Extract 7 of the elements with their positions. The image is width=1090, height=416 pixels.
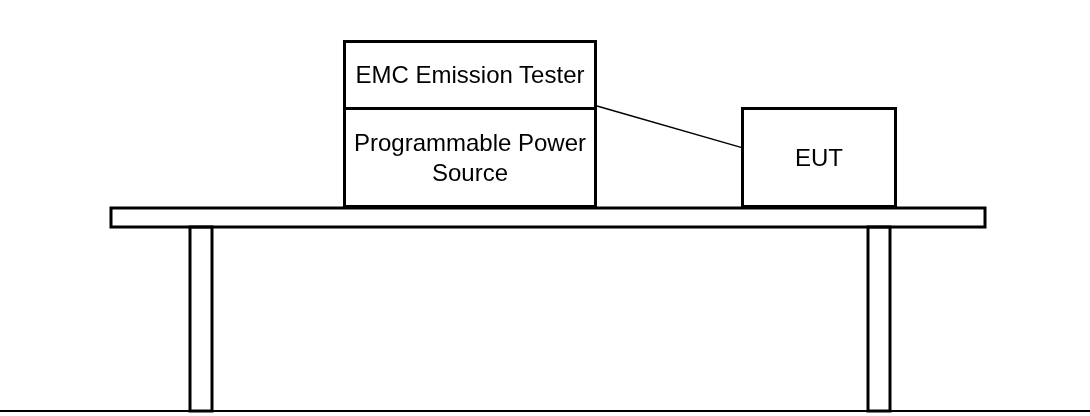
box-label: EMC Emission Tester bbox=[355, 60, 585, 90]
instrument-box bbox=[343, 40, 597, 110]
instrument-box bbox=[343, 107, 597, 208]
box-label: Programmable Power Source bbox=[352, 127, 588, 188]
cable-line bbox=[596, 105, 742, 149]
box-label: EUT bbox=[795, 142, 843, 173]
instrument-box bbox=[741, 107, 897, 208]
